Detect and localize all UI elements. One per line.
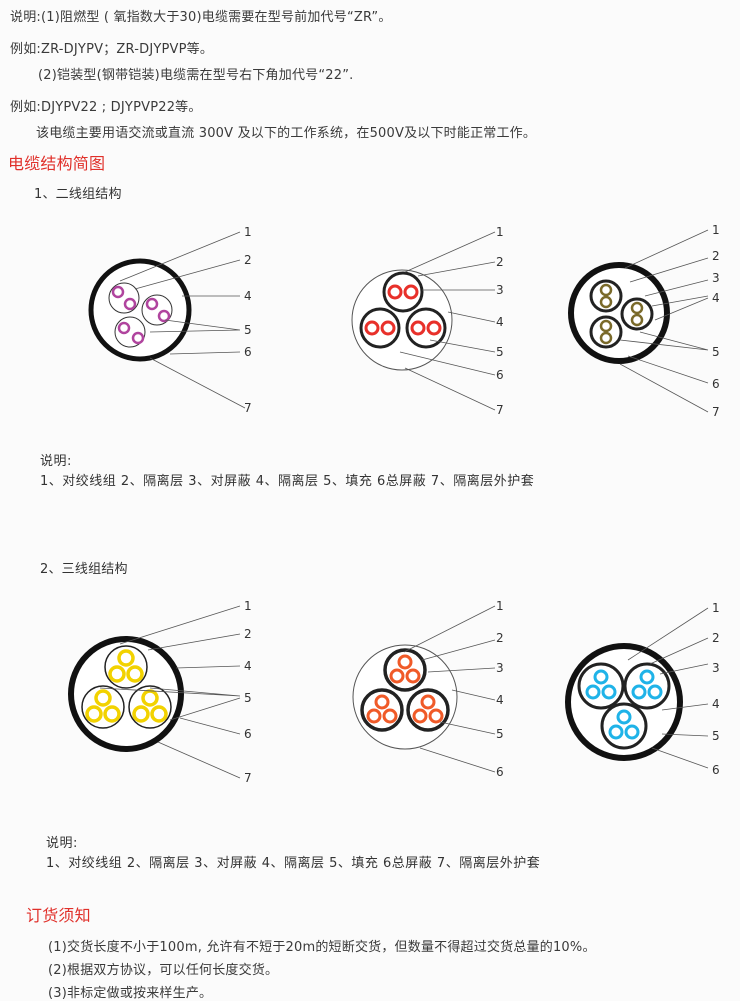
intro-line-3: (2)铠装型(钢带铠装)电缆需在型号右下角加代号“22”. [38,68,354,83]
label: 3 [712,661,720,675]
order-item-1: (1)交货长度不小于100m, 允许有不短于20m的短断交货，但数量不得超过交货… [48,940,596,955]
label: 4 [244,289,252,303]
two-pair-heading: 1、二线组结构 [34,187,122,202]
intro-line-4: 例如:DJYPV22 ; DJYPVP22等。 [10,100,202,115]
label: 6 [244,345,252,359]
label: 1 [496,225,504,239]
label: 5 [712,729,720,743]
two-pair-legend: 1、对绞线组 2、隔离层 3、对屏蔽 4、隔离层 5、填充 6总屏蔽 7、隔离层… [40,474,535,489]
label: 2 [244,253,252,267]
three-pair-legend: 1、对绞线组 2、隔离层 3、对屏蔽 4、隔离层 5、填充 6总屏蔽 7、隔离层… [46,856,541,871]
label: 7 [496,403,504,417]
label: 7 [712,405,720,419]
label: 4 [496,693,504,707]
label: 1 [712,223,720,237]
label: 1 [244,225,252,239]
label: 3 [496,661,504,675]
label: 7 [244,401,252,415]
label: 4 [496,315,504,329]
label: 6 [712,763,720,777]
label: 2 [496,255,504,269]
label: 5 [496,345,504,359]
order-item-3: (3)非标定做或按来样生产。 [48,986,213,1001]
label: 3 [712,271,720,285]
label: 7 [244,771,252,785]
label: 2 [712,631,720,645]
three-pair-legend-title: 说明: [46,836,78,851]
label: 2 [712,249,720,263]
label: 5 [712,345,720,359]
label: 1 [712,601,720,615]
label: 2 [244,627,252,641]
intro-line-5: 该电缆主要用语交流或直流 300V 及以下的工作系统，在500V及以下时能正常工… [36,126,537,141]
label: 5 [244,323,252,337]
three-pair-heading: 2、三线组结构 [40,562,128,577]
order-item-2: (2)根据双方协议，可以任何长度交货。 [48,963,279,978]
label: 6 [496,368,504,382]
label: 4 [244,659,252,673]
intro-line-2: 例如:ZR-DJYPV；ZR-DJYPVP等。 [10,42,214,57]
two-pair-legend-title: 说明: [40,454,72,469]
label: 5 [496,727,504,741]
order-title: 订货须知 [26,906,91,925]
two-pair-d1-labels: 1 2 4 5 6 7 [244,225,252,415]
label: 2 [496,631,504,645]
label: 6 [244,727,252,741]
label: 1 [496,599,504,613]
label: 5 [244,691,252,705]
label: 6 [712,377,720,391]
label: 1 [244,599,252,613]
label: 6 [496,765,504,779]
label: 4 [712,697,720,711]
intro-line-1: 说明:(1)阻燃型 ( 氧指数大于30)电缆需要在型号前加代号“ZR”。 [10,10,392,25]
section-title: 电缆结构简图 [8,154,106,173]
label: 3 [496,283,504,297]
label: 4 [712,291,720,305]
